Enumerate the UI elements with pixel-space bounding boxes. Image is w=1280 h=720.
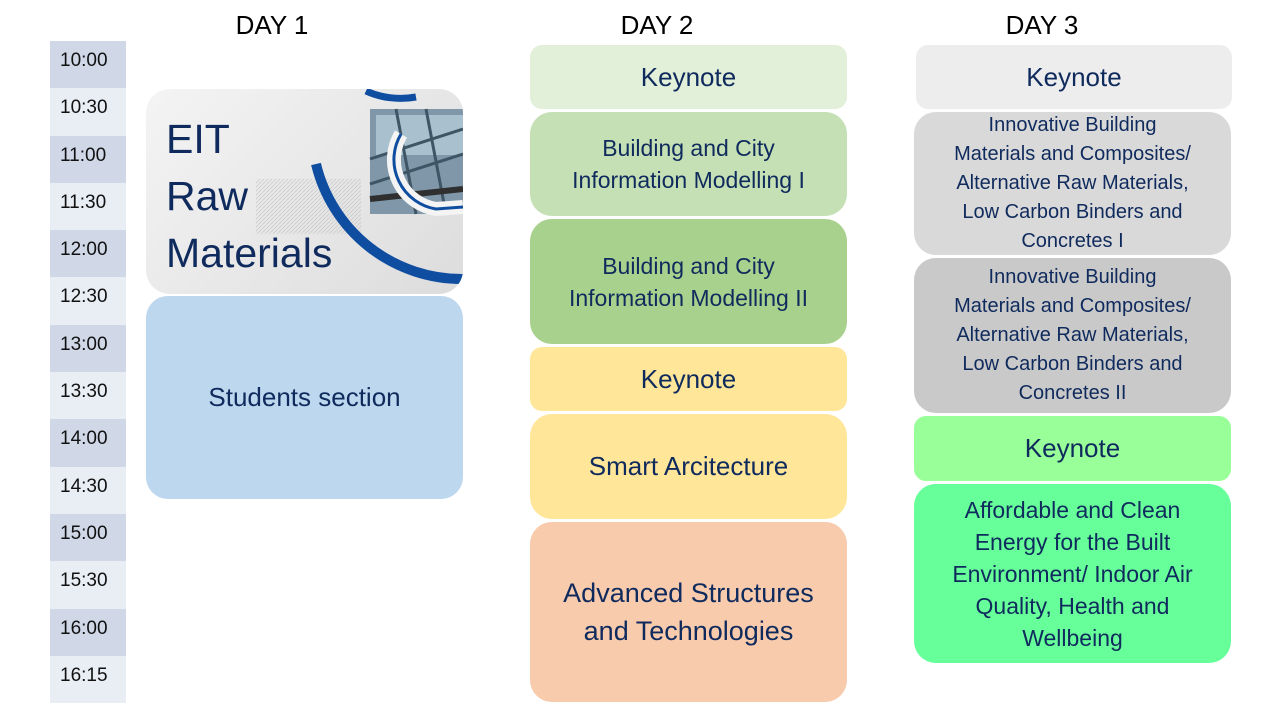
block-line: Information Modelling II (568, 284, 809, 311)
block-line: Concretes II (1018, 382, 1127, 404)
day3-innovative-materials-1: Innovative Building Materials and Compos… (914, 112, 1231, 255)
block-line: Alternative Raw Materials, (956, 324, 1189, 346)
time-slot: 12:00 (50, 230, 126, 278)
students-section-block: Students section (146, 296, 463, 499)
time-slot: 10:00 (50, 41, 126, 89)
day2-building-city-modelling-1: Building and City Information Modelling … (530, 112, 847, 216)
time-slot: 16:15 (50, 655, 126, 704)
time-slot: 11:30 (50, 182, 126, 231)
block-label: Keynote (640, 363, 737, 394)
block-label: Students section (208, 382, 401, 412)
block-line: Alternative Raw Materials, (956, 172, 1189, 194)
eit-raw-materials-logo: EIT Raw Materials (146, 89, 463, 294)
time-slot: 13:30 (50, 372, 126, 420)
day3-keynote-1: Keynote (916, 45, 1232, 109)
eit-logo-text: EIT Raw Materials (166, 111, 332, 282)
time-slot: 16:00 (50, 608, 126, 656)
block-line: Quality, Health and (975, 592, 1170, 619)
time-slot: 11:00 (50, 135, 126, 183)
block-line: Concretes I (1021, 230, 1124, 252)
day3-affordable-clean-energy: Affordable and Clean Energy for the Buil… (914, 484, 1231, 663)
block-line: Wellbeing (1022, 624, 1123, 651)
block-line: Low Carbon Binders and (962, 201, 1183, 223)
block-line: Information Modelling I (572, 167, 805, 193)
logo-line: Raw (166, 173, 249, 219)
block-label: Keynote (640, 61, 737, 92)
block-line: Building and City (602, 252, 775, 279)
block-label: Keynote (1024, 433, 1121, 463)
logo-line: Materials (166, 230, 333, 276)
block-label: Keynote (1026, 61, 1122, 92)
time-slot: 15:30 (50, 561, 126, 609)
block-line: Advanced Structures (563, 578, 814, 608)
time-slot: 10:30 (50, 88, 126, 136)
day-2-header: DAY 2 (620, 10, 694, 40)
block-line: Low Carbon Binders and (962, 353, 1183, 375)
day-1-header: DAY 1 (235, 10, 309, 40)
time-slot: 14:30 (50, 466, 126, 514)
day2-smart-architecture: Smart Arcitecture (530, 414, 847, 519)
day3-keynote-2: Keynote (914, 416, 1231, 481)
logo-line: EIT (166, 116, 230, 162)
block-line: Innovative Building (988, 266, 1157, 288)
day2-building-city-modelling-2: Building and City Information Modelling … (530, 219, 847, 344)
block-line: Environment/ Indoor Air (952, 560, 1193, 587)
block-line: Affordable and Clean (964, 496, 1181, 523)
day-3-header: DAY 3 (1005, 10, 1079, 40)
time-slot: 15:00 (50, 513, 126, 562)
time-slot: 13:00 (50, 324, 126, 373)
day3-innovative-materials-2: Innovative Building Materials and Compos… (914, 258, 1231, 413)
block-line: and Technologies (583, 616, 794, 646)
block-line: Building and City (602, 135, 775, 161)
time-column: 10:00 10:30 11:00 11:30 12:00 12:30 13:0… (50, 41, 126, 704)
day2-advanced-structures: Advanced Structures and Technologies (530, 522, 847, 702)
time-slot: 14:00 (50, 419, 126, 467)
block-line: Innovative Building (988, 114, 1157, 136)
day2-keynote-2: Keynote (530, 347, 847, 411)
block-line: Materials and Composites/ (954, 295, 1191, 317)
block-line: Energy for the Built (974, 528, 1171, 555)
eit-logo-graphic (256, 89, 463, 285)
day2-keynote-1: Keynote (530, 45, 847, 109)
block-line: Materials and Composites/ (954, 143, 1191, 165)
time-slot: 12:30 (50, 277, 126, 325)
block-label: Smart Arcitecture (588, 451, 789, 481)
